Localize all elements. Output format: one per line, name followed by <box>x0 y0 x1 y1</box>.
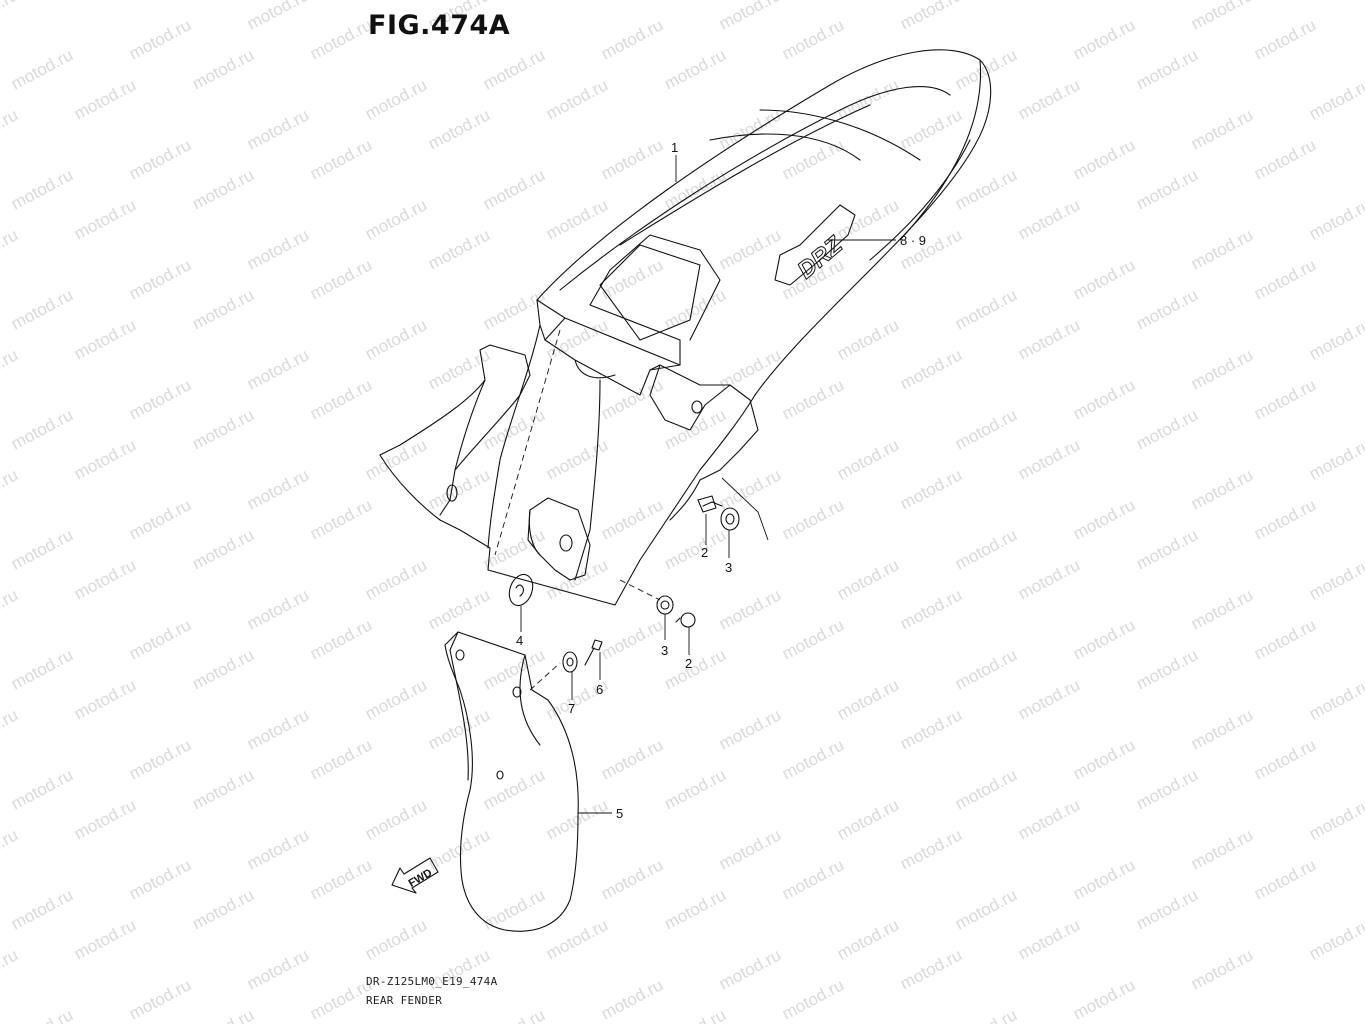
callout-2-upper: 2 <box>701 545 708 560</box>
fwd-bracket-line <box>721 477 769 541</box>
clip-nut-4[interactable] <box>505 571 537 609</box>
callout-3-upper: 3 <box>725 560 732 575</box>
inner-fender-section <box>379 324 616 606</box>
callout-5: 5 <box>616 806 623 821</box>
callout-7: 7 <box>568 701 575 716</box>
mud-flap-5[interactable] <box>444 631 579 932</box>
nut-3-lower[interactable] <box>656 595 674 615</box>
screw-6[interactable] <box>584 639 603 666</box>
washer-3-upper[interactable] <box>720 507 740 531</box>
callout-8-9: 8 · 9 <box>900 233 926 248</box>
callout-6: 6 <box>596 682 603 697</box>
rear-fender-main[interactable]: DRZ <box>536 49 992 606</box>
callout-1: 1 <box>671 140 678 155</box>
bolt-2-upper[interactable] <box>697 495 723 513</box>
washer-7[interactable] <box>562 651 578 673</box>
bolt-2-lower[interactable] <box>675 612 696 628</box>
assembly-guide-line <box>529 662 561 691</box>
figure-title: FIG.474A <box>368 10 511 41</box>
figure-name: REAR FENDER <box>366 994 443 1007</box>
callout-3-lower: 3 <box>661 643 668 658</box>
callout-2-lower: 2 <box>685 656 692 671</box>
assembly-guide-line <box>494 329 561 556</box>
model-code: DR-Z125LM0_E19_474A <box>366 975 498 988</box>
assembly-guide-line <box>619 579 661 601</box>
fwd-arrow-icon: FWD <box>391 857 439 894</box>
callout-4: 4 <box>516 633 523 648</box>
